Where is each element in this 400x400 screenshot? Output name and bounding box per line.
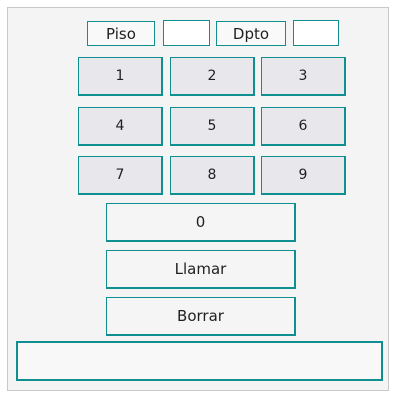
key-5[interactable]: 5 [170, 107, 255, 146]
key-6[interactable]: 6 [261, 107, 346, 146]
key-3[interactable]: 3 [261, 57, 346, 96]
key-2[interactable]: 2 [170, 57, 255, 96]
piso-input[interactable] [163, 20, 210, 46]
key-1[interactable]: 1 [78, 57, 163, 96]
key-4[interactable]: 4 [78, 107, 163, 146]
dpto-input[interactable] [293, 20, 339, 46]
clear-button[interactable]: Borrar [106, 297, 296, 336]
key-9[interactable]: 9 [261, 156, 346, 195]
dpto-label: Dpto [216, 21, 286, 46]
piso-label: Piso [87, 21, 155, 46]
status-display [16, 341, 383, 381]
key-0[interactable]: 0 [106, 203, 296, 242]
call-button[interactable]: Llamar [106, 250, 296, 289]
key-7[interactable]: 7 [78, 156, 163, 195]
key-8[interactable]: 8 [170, 156, 255, 195]
